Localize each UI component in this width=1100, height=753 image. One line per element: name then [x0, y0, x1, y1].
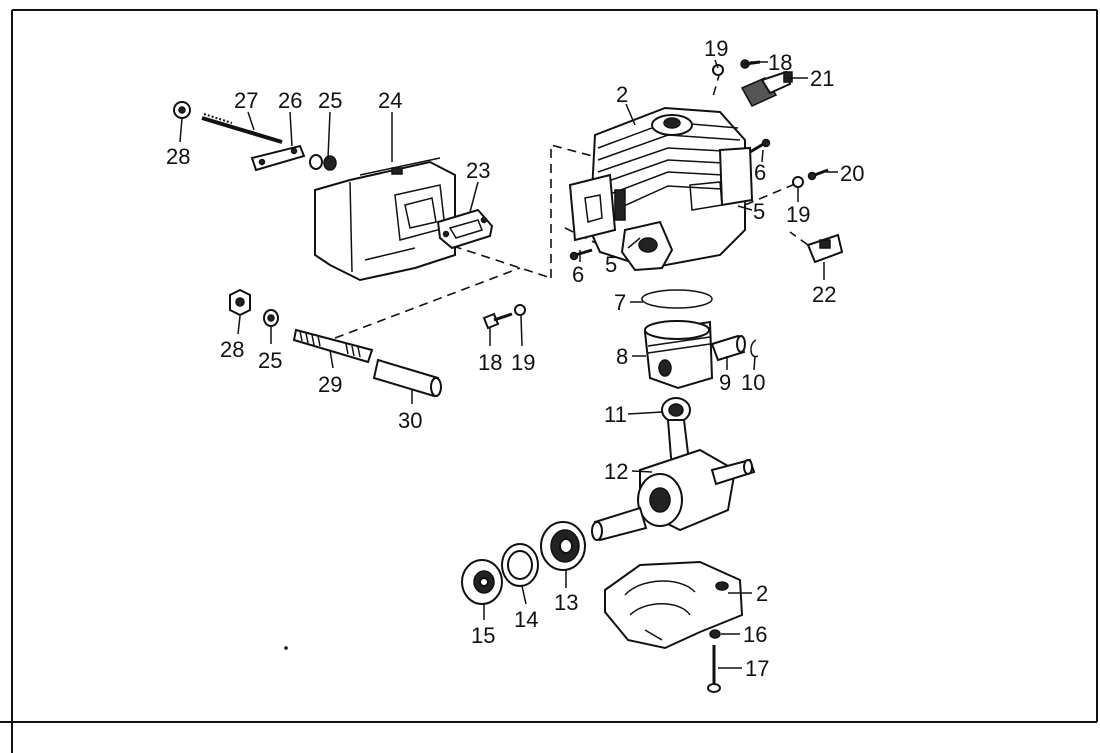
callout-26: 26	[278, 88, 302, 113]
callout-12: 12	[604, 459, 628, 484]
clip-22	[806, 233, 844, 264]
callout-25-top: 25	[318, 88, 342, 113]
screw-18-top	[740, 59, 761, 69]
screw-20	[807, 168, 829, 181]
callout-27: 27	[234, 88, 258, 113]
callout-21: 21	[810, 66, 834, 91]
piston-pin	[710, 334, 746, 362]
callout-11: 11	[604, 402, 627, 427]
washer-25-top	[309, 154, 337, 171]
callout-7: 7	[614, 290, 626, 315]
callout-16: 16	[743, 622, 767, 647]
nut-28-top	[173, 101, 191, 119]
crankcase-half	[604, 560, 744, 650]
screw-6-right	[749, 138, 771, 154]
callout-5-left: 5	[605, 252, 617, 277]
callout-18-top: 18	[768, 50, 792, 75]
spacer-30	[372, 358, 442, 398]
callout-28-top: 28	[166, 144, 190, 169]
callout-28-lower: 28	[220, 337, 244, 362]
cylinder	[568, 106, 754, 272]
callout-2-crankcase: 2	[756, 581, 768, 606]
washer-25-lower	[263, 309, 279, 327]
needle-bearing	[661, 397, 691, 423]
crankshaft	[591, 419, 756, 542]
callout-6-right: 6	[754, 160, 766, 185]
callout-14: 14	[514, 607, 538, 632]
callout-19-top: 19	[704, 36, 728, 61]
callout-19-right: 19	[786, 202, 810, 227]
washer-19-right	[792, 176, 804, 188]
callout-13: 13	[554, 590, 578, 615]
callout-17: 17	[745, 656, 769, 681]
ball-bearing	[540, 521, 586, 571]
washer-16	[709, 629, 721, 639]
piston	[643, 320, 714, 390]
screw-17	[707, 645, 721, 693]
muffler-gasket	[436, 208, 494, 250]
callout-9: 9	[719, 370, 731, 395]
stud-29	[292, 328, 374, 364]
circlip	[750, 339, 759, 358]
callout-22: 22	[812, 282, 836, 307]
bolt-18-middle	[482, 312, 513, 330]
spark-plug	[740, 70, 793, 107]
callout-19-middle: 19	[511, 350, 535, 375]
muffler-plate-26	[250, 144, 306, 172]
callout-2-cylinder: 2	[616, 82, 628, 107]
callout-18-middle: 18	[478, 350, 502, 375]
stray-dot	[284, 646, 288, 650]
callout-24: 24	[378, 88, 402, 113]
muffler	[314, 157, 456, 282]
callout-5-right: 5	[753, 199, 765, 224]
callout-30: 30	[398, 408, 422, 433]
callout-15: 15	[471, 623, 495, 648]
callout-10: 10	[741, 370, 765, 395]
leader-lines	[179, 59, 838, 669]
shim-ring	[501, 543, 539, 587]
washer-19-top	[712, 64, 724, 76]
callout-20: 20	[840, 161, 864, 186]
washer-19-middle	[514, 304, 526, 316]
callout-labels: 19 18 21 2 6 20 19 5 5 6 22 27 26 25 24 …	[166, 36, 864, 681]
callout-8: 8	[616, 344, 628, 369]
muffler-bolt-27	[201, 113, 283, 144]
drawing-frame	[0, 9, 1098, 753]
callout-29: 29	[318, 372, 342, 397]
oil-seal	[461, 559, 503, 605]
callout-23: 23	[466, 158, 490, 183]
nut-28-lower	[229, 288, 251, 317]
piston-ring	[641, 289, 713, 309]
callout-6-left: 6	[572, 262, 584, 287]
callout-25-lower: 25	[258, 348, 282, 373]
screw-6-left	[569, 248, 593, 261]
